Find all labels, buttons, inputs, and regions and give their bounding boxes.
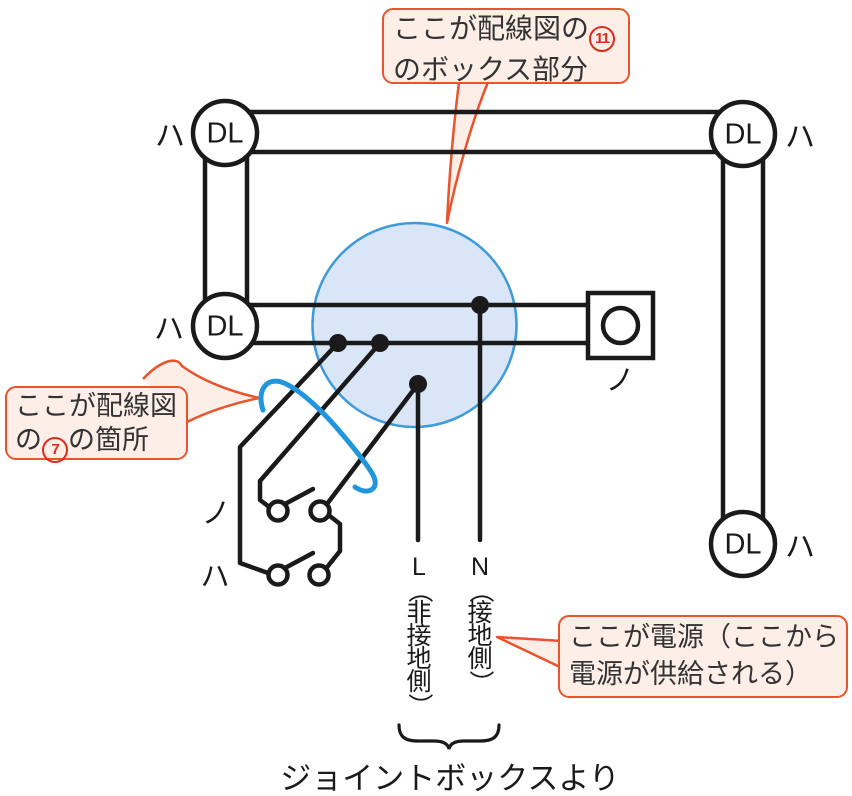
switch-no-contact-left [266, 499, 290, 523]
downlight-label-top-left: DL [206, 117, 244, 150]
downlight-label-bottom-right: DL [724, 528, 762, 561]
downlight-symbol-mid-left [190, 291, 260, 361]
circled-number-7: 7 [42, 437, 68, 463]
junction-dot [471, 296, 489, 314]
switch-label-no: ノ [201, 498, 231, 530]
joint-box-caption: ジョイントボックスより [280, 761, 620, 796]
power-callout-line1: ここが電源（ここから [569, 622, 839, 652]
switch-label-ha: ハ [200, 561, 230, 593]
joint-box-callout-line2: のボックス部分 [393, 53, 589, 85]
circuit-label-ha-top-right: ハ [785, 121, 815, 154]
downlight-symbol-top-left [190, 98, 260, 168]
joint-box-callout-text1: ここが配線図の [393, 13, 590, 44]
switch-contacts [266, 499, 332, 587]
power-callout-line2: 電源が供給される） [569, 659, 812, 689]
switch-blade-no [282, 486, 316, 507]
downlight-label-top-right: DL [724, 118, 762, 151]
switch-no-contact-right [308, 499, 332, 523]
joint-box-callout-tail [445, 81, 490, 225]
downlight-label-mid-left: DL [206, 310, 244, 343]
junction-dots [329, 296, 489, 393]
circuit-label-ha-mid-left: ハ [154, 313, 184, 346]
spot-callout-line1: ここが配線図 [15, 391, 177, 421]
receptacle-circle [600, 305, 641, 346]
wire-switch-leg-a [237, 340, 341, 576]
junction-dot [409, 375, 427, 393]
downlight-symbols [190, 98, 778, 579]
spot-callout-text-after: の箇所 [68, 425, 149, 455]
junction-dot [371, 334, 389, 352]
receptacle-box [585, 290, 656, 361]
spot-callout-text-before: の [15, 425, 42, 455]
power-callout: ここが電源（ここから 電源が供給される） [558, 615, 848, 698]
receptacle-symbol [585, 290, 656, 361]
wires-group [202, 109, 766, 576]
circled-number-11: 11 [589, 25, 616, 52]
circuit-label-ha-top-left: ハ [155, 120, 185, 153]
power-callout-tail [495, 635, 563, 670]
joint-box-circle [312, 223, 517, 427]
underbrace [397, 723, 501, 750]
switch-ha-contact-left [266, 563, 290, 587]
switch-blade-ha [282, 550, 316, 571]
l-feed-label: L（非接地側） [405, 553, 434, 719]
joint-box-circle-outline [311, 221, 518, 429]
junction-dot [329, 334, 347, 352]
wire-switch-link [321, 510, 343, 574]
downlight-symbol-bottom-right [708, 509, 778, 579]
circuit-label-no-receptacle: ノ [605, 365, 635, 397]
wire-switch-leg-c [324, 381, 421, 507]
circuit-label-ha-bottom-right: ハ [785, 531, 815, 564]
n-feed-label: N（接地側） [466, 553, 495, 696]
switch-ha-contact-right [307, 563, 331, 587]
downlight-symbol-top-right [708, 99, 778, 169]
spot-marker-arc [258, 378, 378, 494]
